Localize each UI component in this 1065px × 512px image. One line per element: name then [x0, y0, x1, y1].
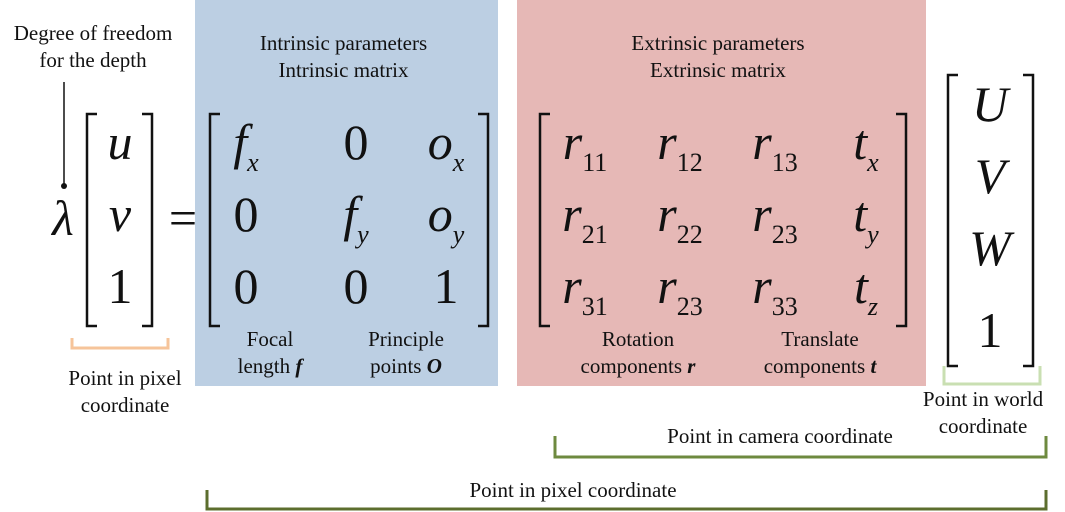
intrinsic-entry: fx: [233, 114, 259, 177]
camera-point-label: Point in camera coordinate: [667, 424, 893, 448]
extrinsic-title: Extrinsic parameters Extrinsic matrix: [631, 31, 805, 82]
intrinsic-entry: 0: [343, 258, 369, 314]
intrinsic-right-bracket: [478, 112, 490, 328]
intrinsic-entry: 1: [433, 258, 459, 314]
rotation-label: Rotation components r: [580, 327, 696, 378]
world-point-label: Point in world coordinate: [922, 387, 1044, 438]
translate-label: Translate components t: [763, 327, 877, 378]
intrinsic-title: Intrinsic parameters Intrinsic matrix: [259, 31, 428, 82]
world-vector-entry: U: [971, 76, 1009, 132]
extrinsic-left-bracket: [538, 112, 550, 328]
extrinsic-entry: r23: [752, 186, 798, 249]
principle-points-label: Principle points O: [368, 327, 444, 378]
intrinsic-entry: fy: [343, 186, 369, 249]
overall-point-bracket: [205, 490, 1048, 511]
world-vector-left-bracket: [946, 73, 958, 368]
lambda-symbol: λ: [52, 190, 74, 246]
pixel-point-bracket: [70, 338, 170, 350]
extrinsic-entry: r13: [752, 114, 798, 177]
extrinsic-entry: r23: [657, 258, 703, 321]
extrinsic-right-bracket: [896, 112, 908, 328]
pixel-vector-entry: u: [107, 114, 133, 170]
extrinsic-entry: r12: [657, 114, 703, 177]
pixel-vector-entry: 1: [107, 258, 133, 314]
intrinsic-entry: 0: [233, 186, 259, 242]
camera-point-bracket: [553, 436, 1048, 459]
pixel-vector-entry: v: [108, 186, 132, 242]
pixel-vector-left-bracket: [85, 112, 97, 328]
extrinsic-entry: r31: [562, 258, 608, 321]
intrinsic-entry: oy: [427, 186, 465, 249]
world-vector-entry: W: [969, 220, 1011, 276]
extrinsic-entry: tx: [853, 114, 879, 177]
pixel-point-label: Point in pixel coordinate: [68, 366, 182, 417]
intrinsic-entry: 0: [343, 114, 369, 170]
extrinsic-panel: [517, 0, 926, 386]
depth-pointer-dot: [61, 183, 67, 189]
focal-length-label: Focal length f: [237, 327, 303, 378]
world-vector-right-bracket: [1023, 73, 1035, 368]
extrinsic-entry: r22: [657, 186, 703, 249]
world-vector-entry: V: [974, 148, 1006, 204]
intrinsic-entry: ox: [427, 114, 465, 177]
world-vector-entry: 1: [977, 302, 1003, 358]
intrinsic-entry: 0: [233, 258, 259, 314]
intrinsic-panel: [195, 0, 498, 386]
extrinsic-entry: r21: [562, 186, 608, 249]
overall-point-label: Point in pixel coordinate: [469, 478, 677, 502]
pixel-vector-right-bracket: [142, 112, 154, 328]
extrinsic-entry: tz: [853, 258, 879, 321]
world-point-bracket: [942, 366, 1042, 386]
extrinsic-entry: r11: [562, 114, 608, 177]
equals-sign: =: [168, 190, 198, 246]
extrinsic-entry: r33: [752, 258, 798, 321]
extrinsic-entry: ty: [853, 186, 879, 249]
depth-note: Degree of freedom for the depth: [13, 21, 173, 72]
intrinsic-left-bracket: [208, 112, 220, 328]
